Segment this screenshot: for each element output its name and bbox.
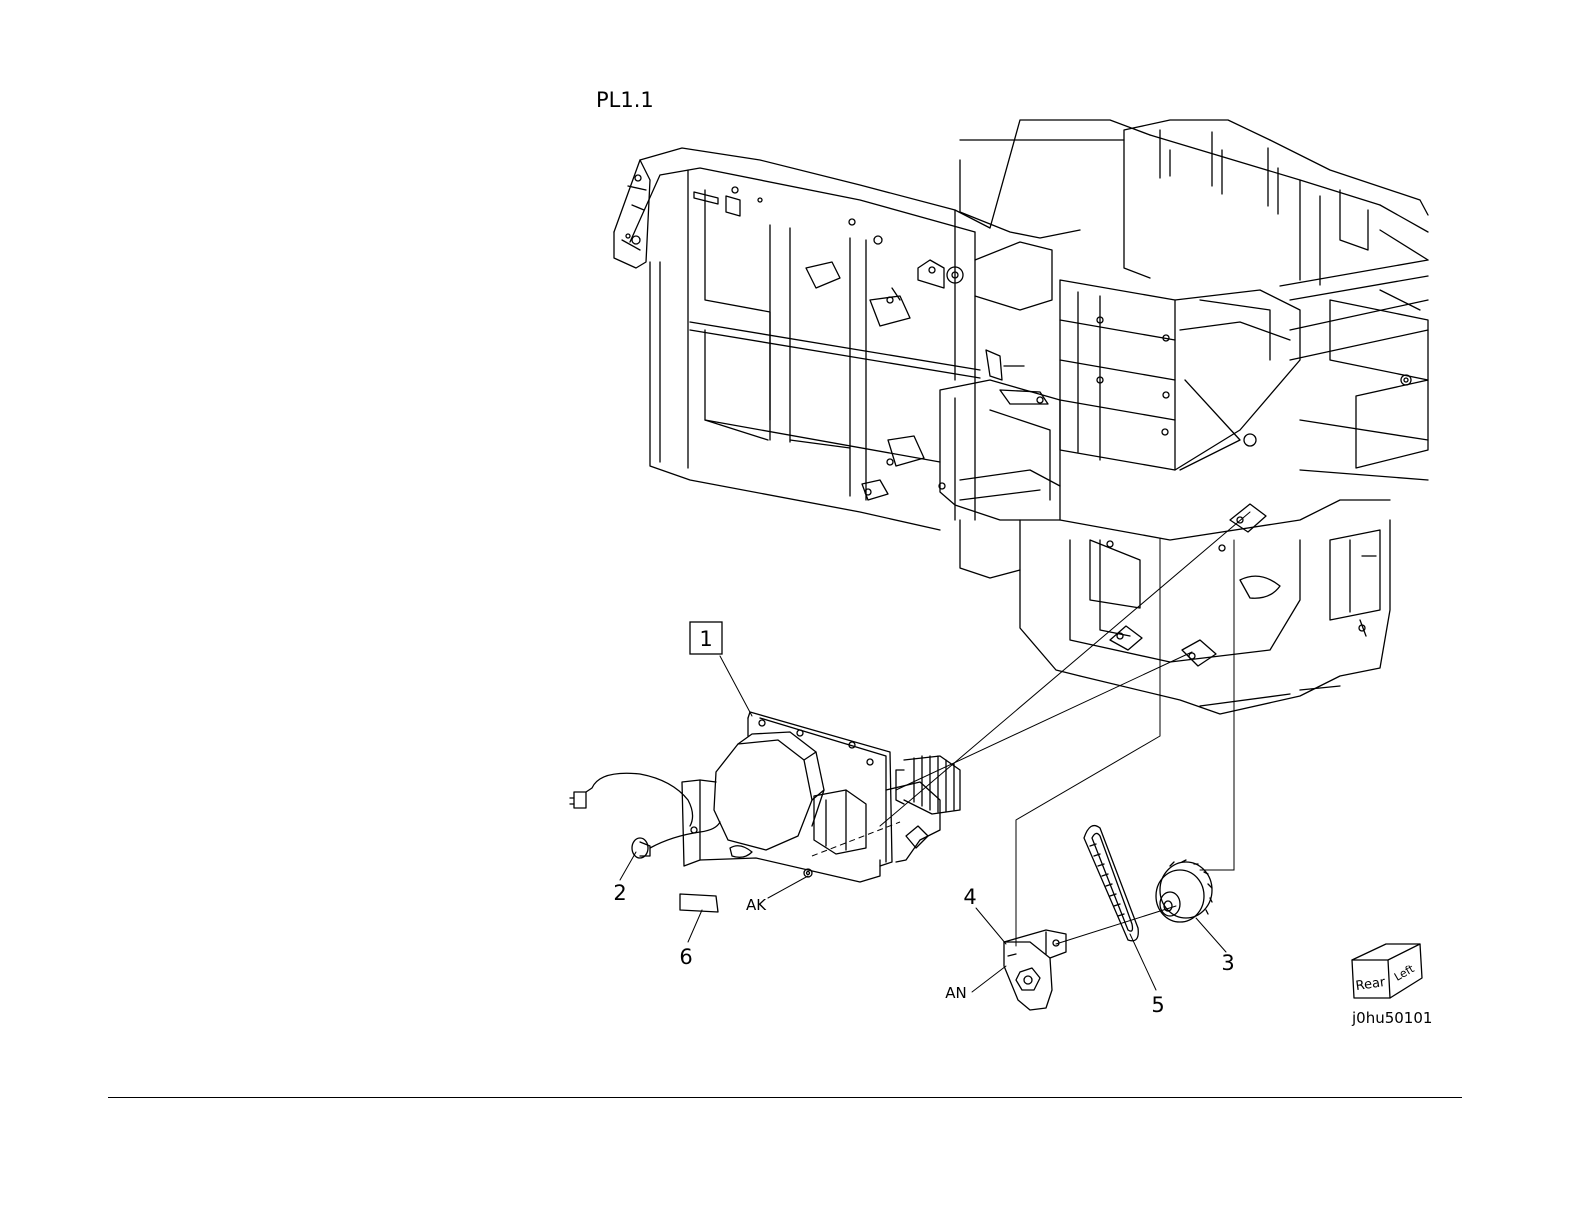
ref-mark-ak: AK [746,896,767,914]
motor-wire-harness [570,773,720,848]
cube-face-left: Left [1392,962,1417,984]
motor-assembly [682,712,960,882]
callout-6: 6 [679,945,692,969]
drive-belt [1084,826,1138,941]
callout-4: 4 [963,885,976,909]
ref-mark-an: AN [945,984,966,1002]
callout-1: 1 [699,627,712,651]
callout-3: 3 [1221,951,1234,975]
callout-5: 5 [1151,993,1164,1017]
frame-assembly [614,120,1428,714]
figure-id: j0hu50101 [1352,1009,1432,1027]
callout-2: 2 [613,881,626,905]
page-divider [108,1097,1462,1098]
idler-gear [1156,860,1212,922]
tension-bracket [1004,930,1066,1010]
cube-face-rear: Rear [1355,975,1387,994]
label-plate [680,894,718,912]
leader-lines [620,512,1250,992]
